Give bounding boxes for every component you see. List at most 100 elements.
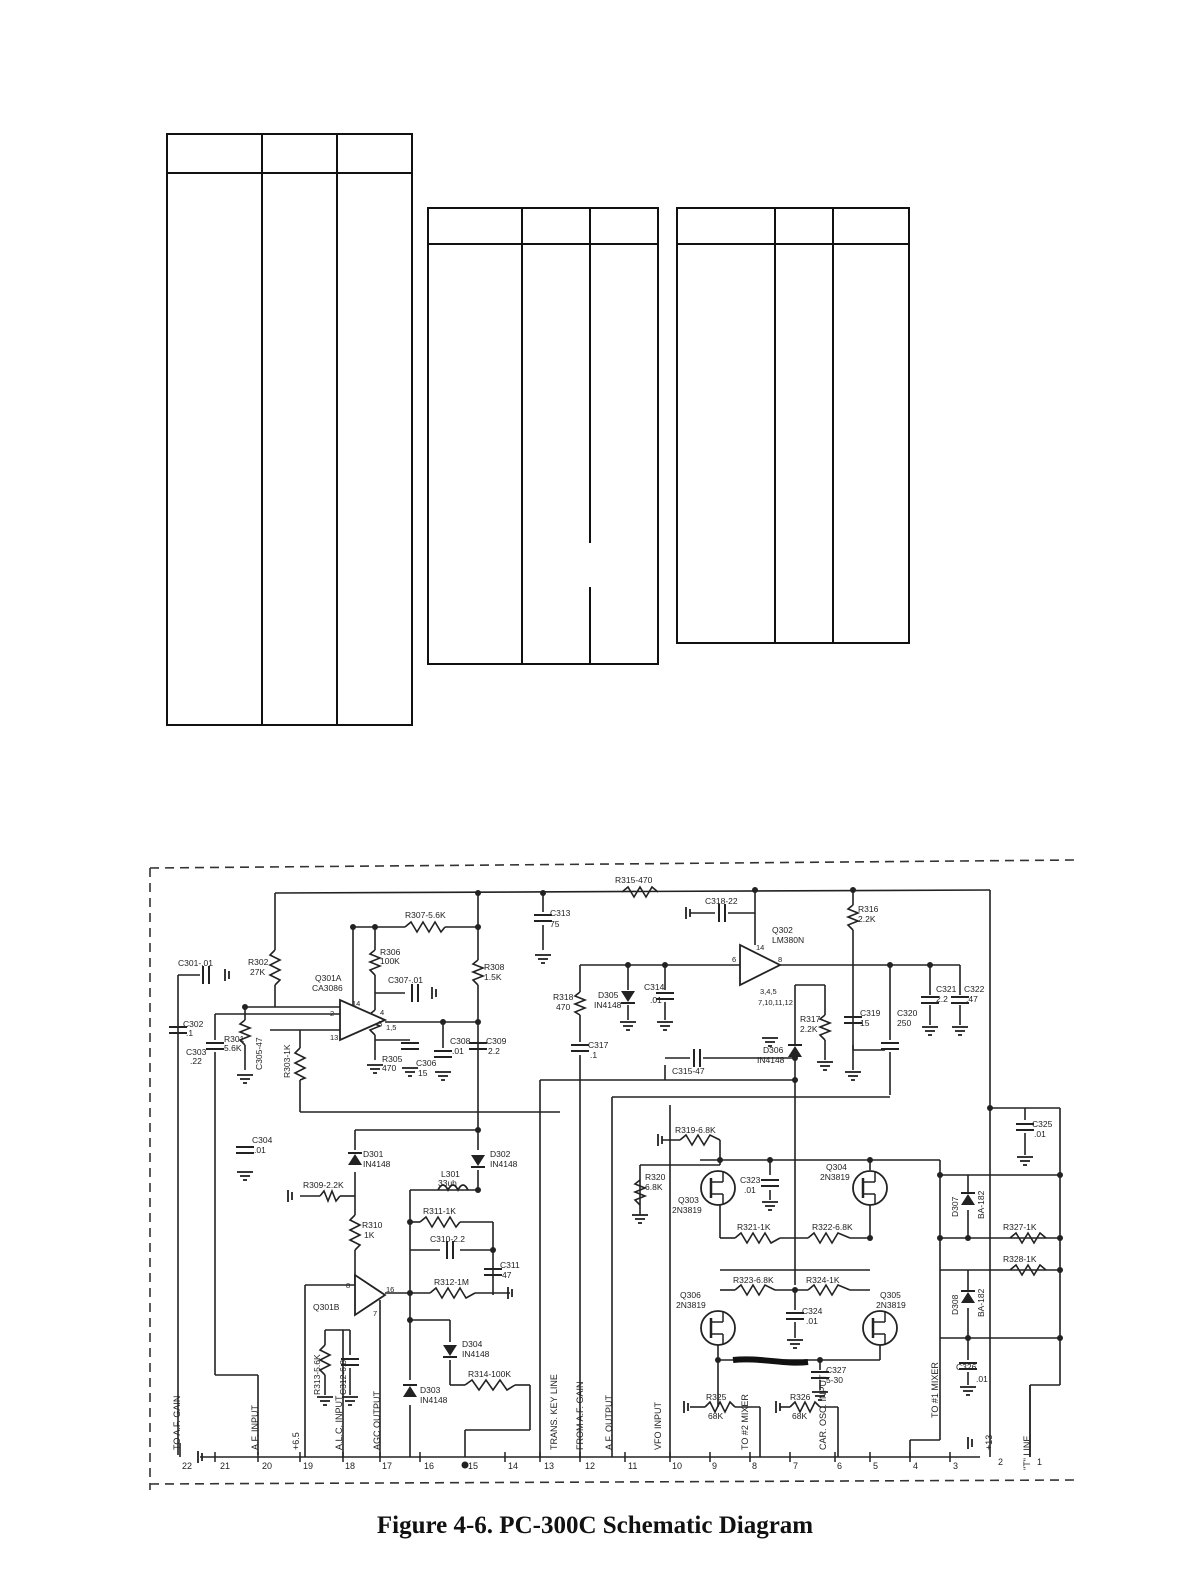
q302-opamp bbox=[739, 943, 783, 987]
terminal-number: 16 bbox=[424, 1461, 434, 1471]
table-column-divider bbox=[774, 209, 776, 642]
label-c319: C319 bbox=[860, 1008, 881, 1018]
label-to-2-mixer: TO #2 MIXER bbox=[740, 1394, 750, 1450]
table-header-row bbox=[429, 209, 657, 245]
pin-label: 14 bbox=[352, 999, 360, 1008]
label-d307: D307 bbox=[950, 1196, 960, 1217]
label-c314v: .01 bbox=[650, 995, 662, 1005]
label-r317: R317 bbox=[800, 1014, 821, 1024]
label-c301: C301-.01 bbox=[178, 958, 213, 968]
label-af-output: A.F. OUTPUT bbox=[604, 1394, 614, 1450]
terminal-number: 13 bbox=[544, 1461, 554, 1471]
label-r305v: 470 bbox=[382, 1063, 396, 1073]
label-r326v: 68K bbox=[792, 1411, 807, 1421]
label-t-line: "T" LINE bbox=[1022, 1436, 1032, 1470]
label-d306p: IN4148 bbox=[757, 1055, 785, 1065]
figure-caption: Figure 4-6. PC-300C Schematic Diagram bbox=[376, 1512, 814, 1539]
label-q305p: 2N3819 bbox=[876, 1300, 906, 1310]
label-r312: R312-1M bbox=[434, 1277, 469, 1287]
pin-label: 7,10,11,12 bbox=[758, 998, 793, 1007]
label-c303: C303 bbox=[186, 1047, 207, 1057]
label-r305: R305 bbox=[382, 1054, 403, 1064]
label-c320v: 250 bbox=[897, 1018, 911, 1028]
label-c317v: .1 bbox=[590, 1050, 597, 1060]
pin-label: 8 bbox=[346, 1281, 350, 1290]
label-c326v: .01 bbox=[976, 1374, 988, 1384]
label-c308: C308 bbox=[450, 1036, 471, 1046]
label-r320v: 6.8K bbox=[645, 1182, 663, 1192]
label-d302p: IN4148 bbox=[490, 1159, 518, 1169]
label-r318v: 470 bbox=[556, 1002, 570, 1012]
label-c302: C302 bbox=[183, 1019, 204, 1029]
pin-label: 2 bbox=[330, 1009, 334, 1018]
terminal-number: 11 bbox=[628, 1461, 637, 1471]
op-amps bbox=[339, 943, 783, 1317]
label-r327: R327-1K bbox=[1003, 1222, 1037, 1232]
label-d304: D304 bbox=[462, 1339, 483, 1349]
label-r301: R301 bbox=[224, 1034, 245, 1044]
label-r318: R318 bbox=[553, 992, 574, 1002]
label-c307: C307-.01 bbox=[388, 975, 423, 985]
label-q304: Q304 bbox=[826, 1162, 847, 1172]
label-c320: C320 bbox=[897, 1008, 918, 1018]
blank-table-2 bbox=[427, 207, 659, 665]
pin-label: 8 bbox=[778, 955, 782, 964]
label-q302p: LM380N bbox=[772, 935, 804, 945]
label-c327v: 5-30 bbox=[826, 1375, 843, 1385]
label-agc-output: AGC OUTPUT bbox=[372, 1390, 382, 1450]
label-c306: C306 bbox=[416, 1058, 437, 1068]
label-c303v: .22 bbox=[190, 1056, 202, 1066]
terminal-number: 9 bbox=[712, 1461, 717, 1471]
terminal-number: 7 bbox=[793, 1461, 798, 1471]
label-r326: R326 bbox=[790, 1392, 811, 1402]
terminal-number: 5 bbox=[873, 1461, 878, 1471]
label-r321: R321-1K bbox=[737, 1222, 771, 1232]
pin-label: 3 bbox=[378, 1019, 382, 1028]
label-r313: R313-5.6K bbox=[312, 1354, 322, 1395]
label-r319: R319-6.8K bbox=[675, 1125, 716, 1135]
terminal-number: 17 bbox=[382, 1461, 392, 1471]
table-column-divider bbox=[521, 209, 523, 663]
label-q304p: 2N3819 bbox=[820, 1172, 850, 1182]
terminal-number: 20 bbox=[262, 1461, 272, 1471]
blank-table-3 bbox=[676, 207, 910, 644]
label-d305: D305 bbox=[598, 990, 619, 1000]
label-c325: C325 bbox=[1032, 1119, 1053, 1129]
label-r316v: 2.2K bbox=[858, 914, 876, 924]
label-c313v: 75 bbox=[550, 919, 560, 929]
label-r308: R308 bbox=[484, 962, 505, 972]
label-q306p: 2N3819 bbox=[676, 1300, 706, 1310]
label-c304v: .01 bbox=[254, 1145, 266, 1155]
label-c312: C312-6.8 bbox=[338, 1360, 348, 1395]
label-c318: C318-22 bbox=[705, 896, 738, 906]
pin-label: 6 bbox=[732, 955, 736, 964]
label-q302: Q302 bbox=[772, 925, 793, 935]
label-car-osc-input: CAR. OSC. INPUT bbox=[818, 1374, 828, 1450]
wire-blob bbox=[732, 1356, 809, 1366]
label-c306v: 15 bbox=[418, 1068, 428, 1078]
label-q301ap: CA3086 bbox=[312, 983, 343, 993]
label-d308p: BA-182 bbox=[976, 1288, 986, 1317]
label-c309: C309 bbox=[486, 1036, 507, 1046]
label-c327: C327 bbox=[826, 1365, 847, 1375]
label-c311: C311 bbox=[500, 1260, 520, 1270]
label-q301a: Q301A bbox=[315, 973, 342, 983]
label-d303p: IN4148 bbox=[420, 1395, 448, 1405]
label-q301b: Q301B bbox=[313, 1302, 340, 1312]
label-plus-6-5: +6.5 bbox=[291, 1432, 301, 1450]
q301b-opamp bbox=[354, 1273, 387, 1317]
label-c323v: .01 bbox=[744, 1185, 756, 1195]
label-d304p: IN4148 bbox=[462, 1349, 490, 1359]
label-vfo-input: VFO INPUT bbox=[653, 1401, 663, 1450]
terminal-number: 3 bbox=[953, 1461, 958, 1471]
label-c322v: .47 bbox=[966, 994, 978, 1004]
label-c309v: 2.2 bbox=[488, 1046, 500, 1056]
label-c314: C314 bbox=[644, 982, 665, 992]
blank-table-1 bbox=[166, 133, 413, 726]
label-c324: C324 bbox=[802, 1306, 823, 1316]
terminal-number: 22 bbox=[182, 1461, 192, 1471]
label-l301: L301 bbox=[441, 1169, 460, 1179]
label-d306: D306 bbox=[763, 1045, 784, 1055]
label-c319v: 15 bbox=[860, 1018, 870, 1028]
